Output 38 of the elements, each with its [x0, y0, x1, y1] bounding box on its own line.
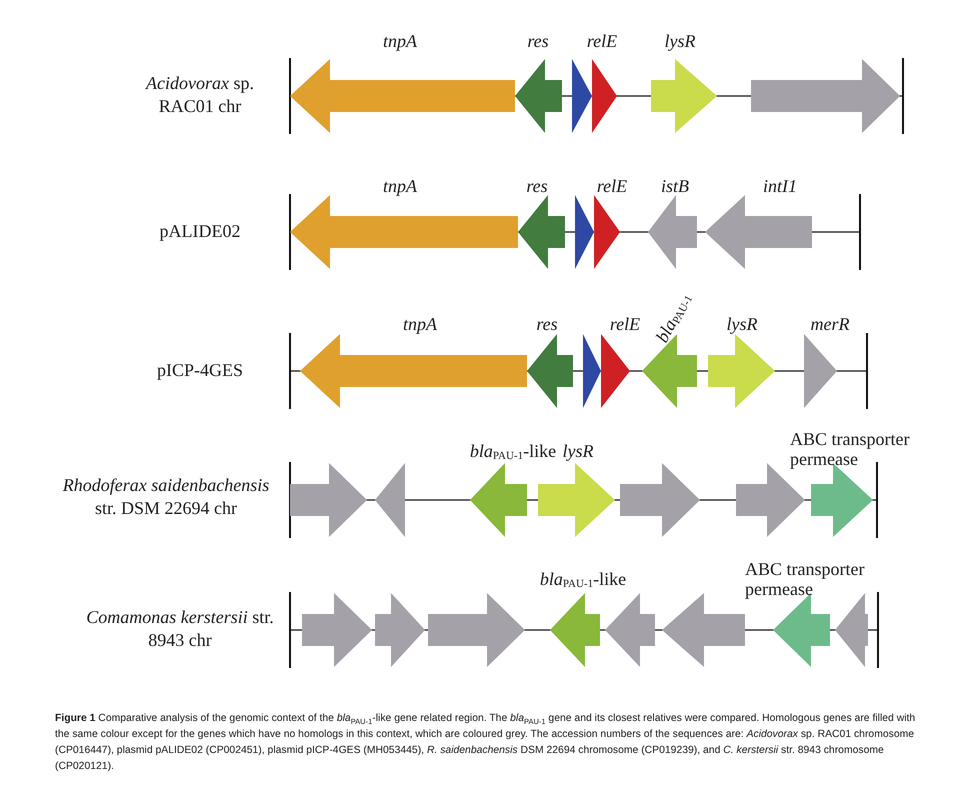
sequence-name: pICP-4GES [156, 359, 244, 382]
gene-symbol [835, 593, 868, 667]
gene-label: bla$_{PAU-1}$-like [540, 570, 626, 590]
gene-symbol [605, 593, 655, 667]
gene-label: res [527, 32, 549, 52]
gene-symbol [290, 463, 367, 537]
gene-symbol [375, 463, 405, 537]
sequence-name: pALIDE02 [158, 220, 242, 243]
gene-label: bla$_{PAU-1}$-like [470, 442, 556, 462]
gene-symbol [620, 463, 700, 537]
gene-symbol [375, 593, 425, 667]
gene-label: ABC transporter permease [790, 430, 910, 470]
gene-label: relE [610, 315, 640, 335]
gene-symbol [572, 59, 592, 133]
gene-label: istB [661, 177, 689, 197]
gene-symbol [662, 593, 745, 667]
gene-label: lysR [726, 315, 758, 335]
gene-label: lysR [664, 32, 696, 52]
sequence-name: Comamonas kerstersii str. 8943 chr [85, 606, 275, 652]
sequence-name: Rhodoferax saidenbachensis str. DSM 22694 chr [62, 474, 270, 520]
gene-label: tnpA [383, 177, 417, 197]
sequence-name: Acidovorax sp. RAC01 chr [144, 72, 255, 118]
gene-label: merR [810, 315, 850, 335]
gene-label: lysR [562, 442, 594, 462]
gene-label: res [526, 177, 548, 197]
gene-symbol [428, 593, 525, 667]
gene-label: tnpA [383, 32, 417, 52]
gene-label: relE [586, 32, 618, 52]
gene-symbol [575, 195, 594, 269]
gene-label: relE [596, 177, 628, 197]
gene-symbol [751, 59, 900, 133]
gene-label: ABC transporter permease [745, 560, 866, 600]
gene-symbol [583, 334, 601, 408]
gene-symbol [302, 593, 372, 667]
gene-label: res [536, 315, 558, 335]
figure-caption: Figure 1 Comparative analysis of the genomic context of the bla$_{PAU-1}$-like gene related region. The bla$_{PAU-1}$ gene and its closest relatives were compared. Homologous genes are filled with the same colour except for the genes which have no homologs in this context, which are coloured grey. The accession numbers of the sequences are: Acidovorax sp. RAC01 chromosome (CP016447), plasmid pALIDE02 (CP002451), plasmid pICP-4GES (MH053445), R. saidenbachensis DSM 22694 chromosome (CP019239), and C. kerstersii str. 8943 chromosome (CP020121). [55, 712, 916, 774]
gene-label: intI1 [763, 177, 797, 197]
gene-label: tnpA [403, 315, 437, 335]
